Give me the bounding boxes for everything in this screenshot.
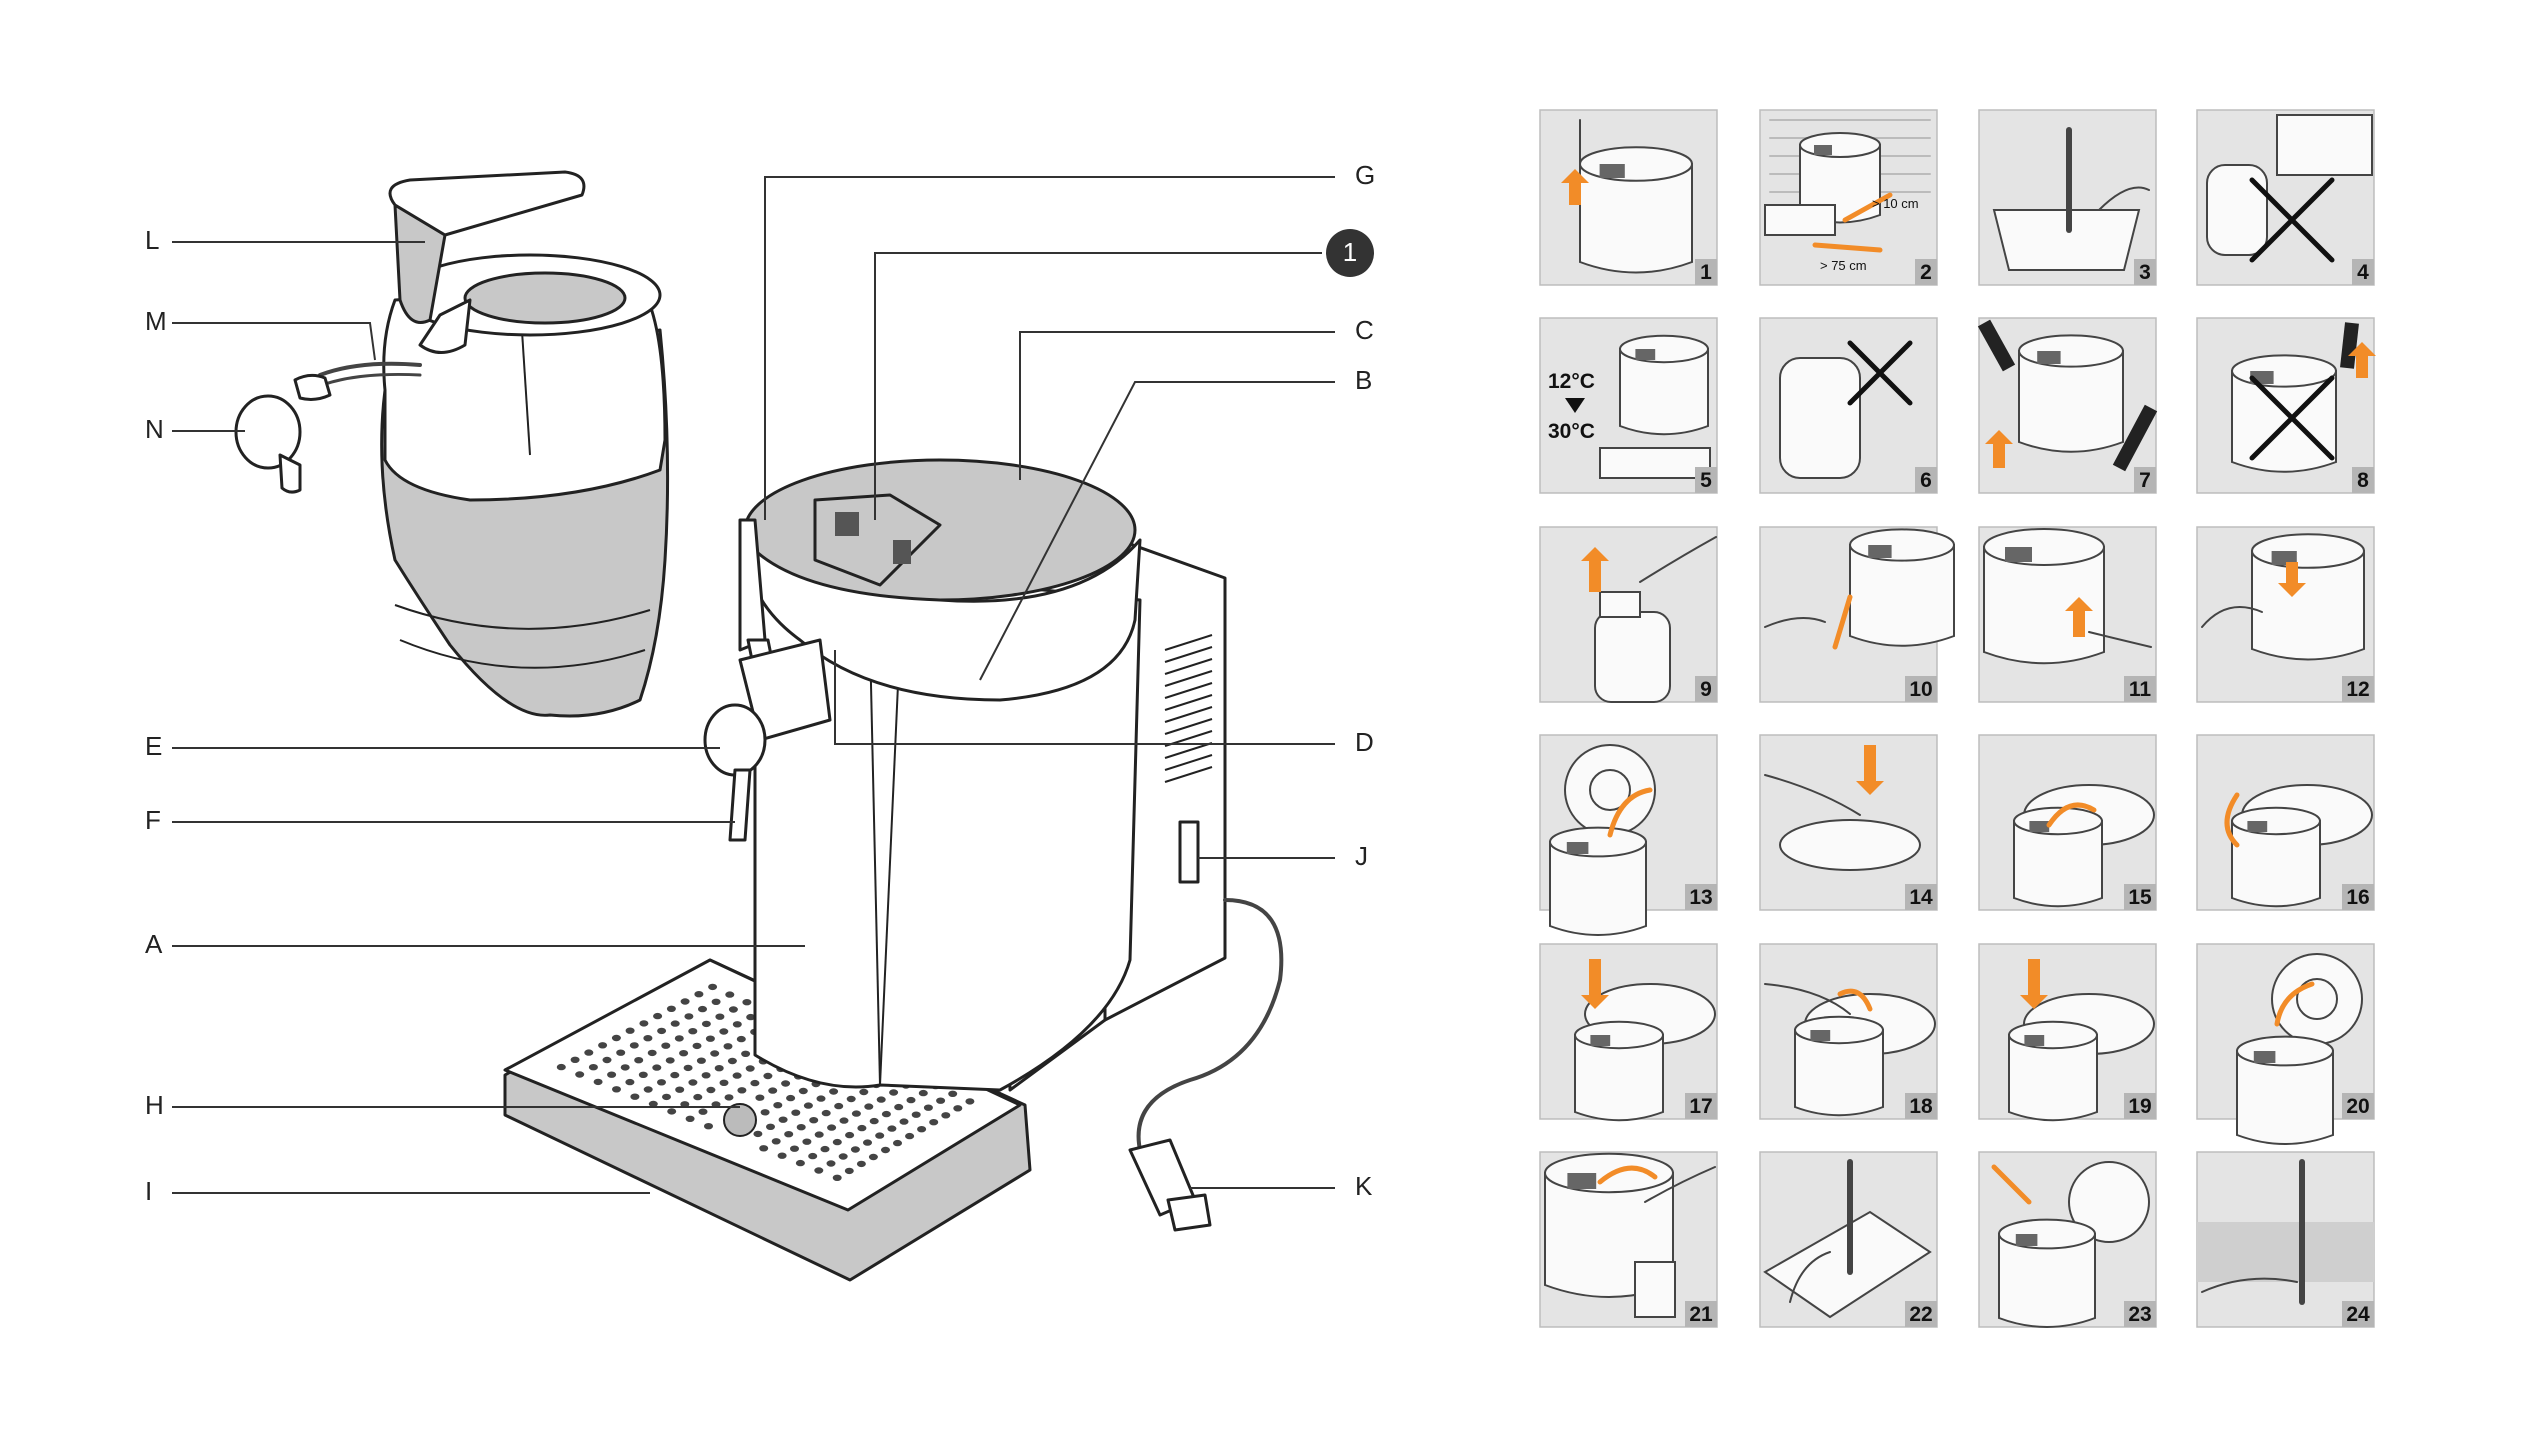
part-labels: L M N E F A H I G 1 C B D J K bbox=[145, 160, 1375, 1206]
turn-lever-icon bbox=[1764, 983, 1936, 1117]
step-5-panel: 12°C 30°C 5 bbox=[1539, 317, 1718, 494]
rotate-connector-icon bbox=[2013, 784, 2155, 908]
step-10-number: 10 bbox=[1909, 678, 1932, 701]
label-B: B bbox=[1355, 365, 1372, 395]
no-heat-keg-icon bbox=[1779, 340, 1913, 479]
clean-drip-tray-icon bbox=[1763, 1159, 1932, 1319]
step-22-number: 22 bbox=[1909, 1303, 1932, 1326]
lift-upright-icon bbox=[1977, 319, 2158, 472]
leader-lines bbox=[172, 176, 1335, 1194]
no-freezer-icon bbox=[2206, 114, 2373, 263]
step-2-panel: > 10 cm > 75 cm 2 bbox=[1759, 109, 1938, 286]
step-17-number: 17 bbox=[1689, 1095, 1712, 1118]
insert-tap-part-icon bbox=[1764, 528, 1955, 650]
step-6-number: 6 bbox=[1920, 469, 1932, 492]
step-19-number: 19 bbox=[2128, 1095, 2151, 1118]
placement-distance-icon: > 10 cm > 75 cm bbox=[1764, 119, 1931, 273]
rinse-tap-icon bbox=[2197, 1159, 2374, 1305]
remove-keg-icon bbox=[1991, 1161, 2150, 1328]
tap-lever-icon bbox=[1561, 119, 1693, 274]
step-21-panel: 21 bbox=[1539, 1151, 1718, 1328]
step-9-number: 9 bbox=[1700, 678, 1712, 701]
label-K: K bbox=[1355, 1171, 1373, 1201]
step-20-number: 20 bbox=[2346, 1095, 2369, 1118]
step-8-panel: 8 bbox=[2196, 317, 2376, 494]
step-8-number: 8 bbox=[2357, 469, 2369, 492]
step-15-panel: 15 bbox=[1978, 734, 2157, 911]
push-tap-down-icon bbox=[1574, 959, 1716, 1122]
step-10-panel: 10 bbox=[1759, 526, 1955, 703]
marker-label: 1 bbox=[1343, 237, 1357, 267]
label-M: M bbox=[145, 306, 167, 336]
keg-illustration bbox=[234, 170, 670, 718]
switch-on-icon bbox=[1983, 528, 2152, 665]
step-12-panel: 12 bbox=[2196, 526, 2375, 703]
label-G: G bbox=[1355, 160, 1375, 190]
step-13-panel: 13 bbox=[1539, 734, 1718, 936]
step-23-number: 23 bbox=[2128, 1303, 2151, 1326]
step-22-panel: 22 bbox=[1759, 1151, 1938, 1328]
marker-badge bbox=[1326, 229, 1374, 277]
step-2-dim-a: > 10 cm bbox=[1872, 196, 1919, 211]
step-16-panel: 16 bbox=[2196, 734, 2375, 911]
step-5-temp-low: 30°C bbox=[1548, 420, 1595, 443]
step-5-number: 5 bbox=[1700, 469, 1712, 492]
step-11-number: 11 bbox=[2129, 678, 2152, 701]
label-E: E bbox=[145, 731, 162, 761]
step-6-panel: 6 bbox=[1759, 317, 1938, 494]
step-19-panel: 19 bbox=[1978, 943, 2157, 1122]
step-21-number: 21 bbox=[1689, 1303, 1713, 1326]
step-12-number: 12 bbox=[2346, 678, 2369, 701]
label-N: N bbox=[145, 414, 164, 444]
step-14-panel: 14 bbox=[1759, 734, 1938, 911]
step-3-number: 3 bbox=[2139, 261, 2151, 284]
label-F: F bbox=[145, 805, 161, 835]
step-24-number: 24 bbox=[2346, 1303, 2370, 1326]
step-13-number: 13 bbox=[1689, 886, 1712, 909]
label-C: C bbox=[1355, 315, 1374, 345]
label-J: J bbox=[1355, 841, 1368, 871]
step-18-panel: 18 bbox=[1759, 943, 1938, 1120]
step-7-panel: 7 bbox=[1977, 317, 2158, 494]
label-H: H bbox=[145, 1090, 164, 1120]
step-20-panel: 20 bbox=[2196, 943, 2375, 1145]
step-5-temp-high: 12°C bbox=[1548, 370, 1595, 393]
step-18-number: 18 bbox=[1909, 1095, 1933, 1118]
insert-keg-icon bbox=[1764, 745, 1921, 871]
step-3-panel: 3 bbox=[1978, 109, 2157, 286]
step-1-number: 1 bbox=[1700, 261, 1712, 284]
label-L: L bbox=[145, 225, 159, 255]
step-1-panel: 1 bbox=[1539, 109, 1718, 286]
step-7-number: 7 bbox=[2139, 469, 2151, 492]
no-tilt-icon bbox=[2231, 322, 2376, 473]
label-D: D bbox=[1355, 727, 1374, 757]
sink-cleaning-icon bbox=[1992, 127, 2150, 271]
press-down-icon bbox=[2008, 959, 2155, 1122]
step-15-number: 15 bbox=[2128, 886, 2152, 909]
step-4-number: 4 bbox=[2357, 261, 2369, 284]
step-23-panel: 23 bbox=[1978, 1151, 2157, 1328]
open-keg-cap-icon bbox=[1581, 536, 1717, 703]
lock-tap-icon bbox=[2224, 784, 2373, 908]
pour-beer-icon bbox=[1544, 1152, 1716, 1318]
step-2-number: 2 bbox=[1920, 261, 1932, 284]
label-I: I bbox=[145, 1176, 152, 1206]
close-lid-icon bbox=[2236, 953, 2363, 1145]
press-button-icon bbox=[2201, 533, 2365, 661]
step-14-number: 14 bbox=[1909, 886, 1933, 909]
step-4-panel: 4 bbox=[2196, 109, 2375, 286]
step-17-panel: 17 bbox=[1539, 943, 1718, 1122]
step-2-dim-b: > 75 cm bbox=[1820, 258, 1867, 273]
temperature-range-icon: 12°C 30°C bbox=[1548, 334, 1711, 479]
step-11-panel: 11 bbox=[1978, 526, 2157, 703]
step-16-number: 16 bbox=[2346, 886, 2369, 909]
step-24-panel: 24 bbox=[2196, 1151, 2375, 1328]
beer-dispenser-illustration bbox=[503, 458, 1284, 1282]
open-lid-icon bbox=[1549, 744, 1656, 936]
label-A: A bbox=[145, 929, 163, 959]
step-9-panel: 9 bbox=[1539, 526, 1718, 703]
